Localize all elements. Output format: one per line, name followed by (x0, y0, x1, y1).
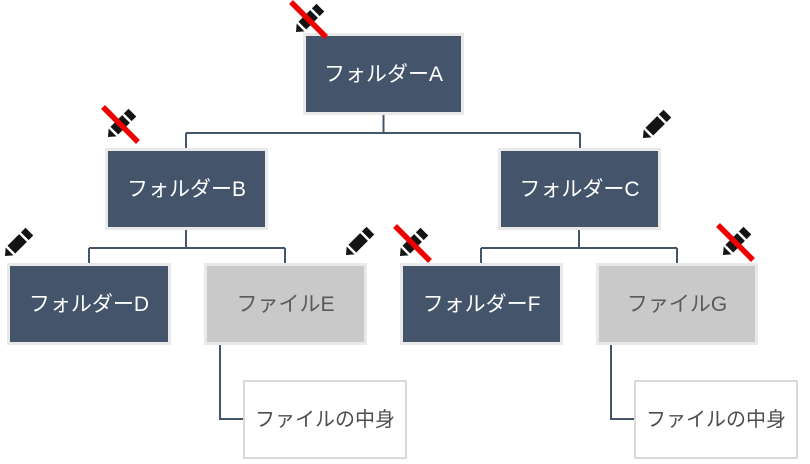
node-file-g-content: ファイルの中身 (634, 380, 798, 459)
connector-b-to-de (88, 230, 286, 263)
node-file-e-content-label: ファイルの中身 (255, 408, 395, 431)
connector-e-to-content (219, 345, 243, 420)
node-folder-d-label: フォルダーD (28, 292, 150, 316)
node-folder-f: フォルダーF (400, 263, 563, 345)
pencil-crossed-icon (98, 103, 142, 147)
node-folder-a: フォルダーA (303, 33, 464, 115)
node-file-e-content: ファイルの中身 (243, 380, 407, 459)
pencil-crossed-icon (390, 222, 434, 266)
node-file-g: ファイルG (596, 263, 758, 345)
node-file-g-label: ファイルG (626, 292, 728, 316)
node-folder-f-label: フォルダーF (422, 292, 541, 316)
node-folder-b-label: フォルダーB (126, 177, 246, 201)
node-folder-c-label: フォルダーC (519, 177, 640, 201)
connector-a-to-bc (185, 115, 581, 148)
pencil-icon (633, 104, 677, 148)
node-file-e: ファイルE (204, 263, 367, 345)
node-file-e-label: ファイルE (236, 292, 335, 316)
connector-g-to-content (610, 345, 634, 420)
node-folder-c: フォルダーC (498, 148, 661, 230)
pencil-crossed-icon (286, 0, 330, 42)
node-folder-d: フォルダーD (7, 263, 171, 345)
pencil-icon (0, 222, 39, 266)
pencil-icon (336, 221, 380, 265)
node-folder-b: フォルダーB (105, 148, 268, 230)
pencil-crossed-icon (713, 221, 757, 265)
node-folder-a-label: フォルダーA (323, 62, 443, 86)
node-file-g-content-label: ファイルの中身 (646, 408, 786, 431)
connector-c-to-fg (480, 230, 678, 263)
